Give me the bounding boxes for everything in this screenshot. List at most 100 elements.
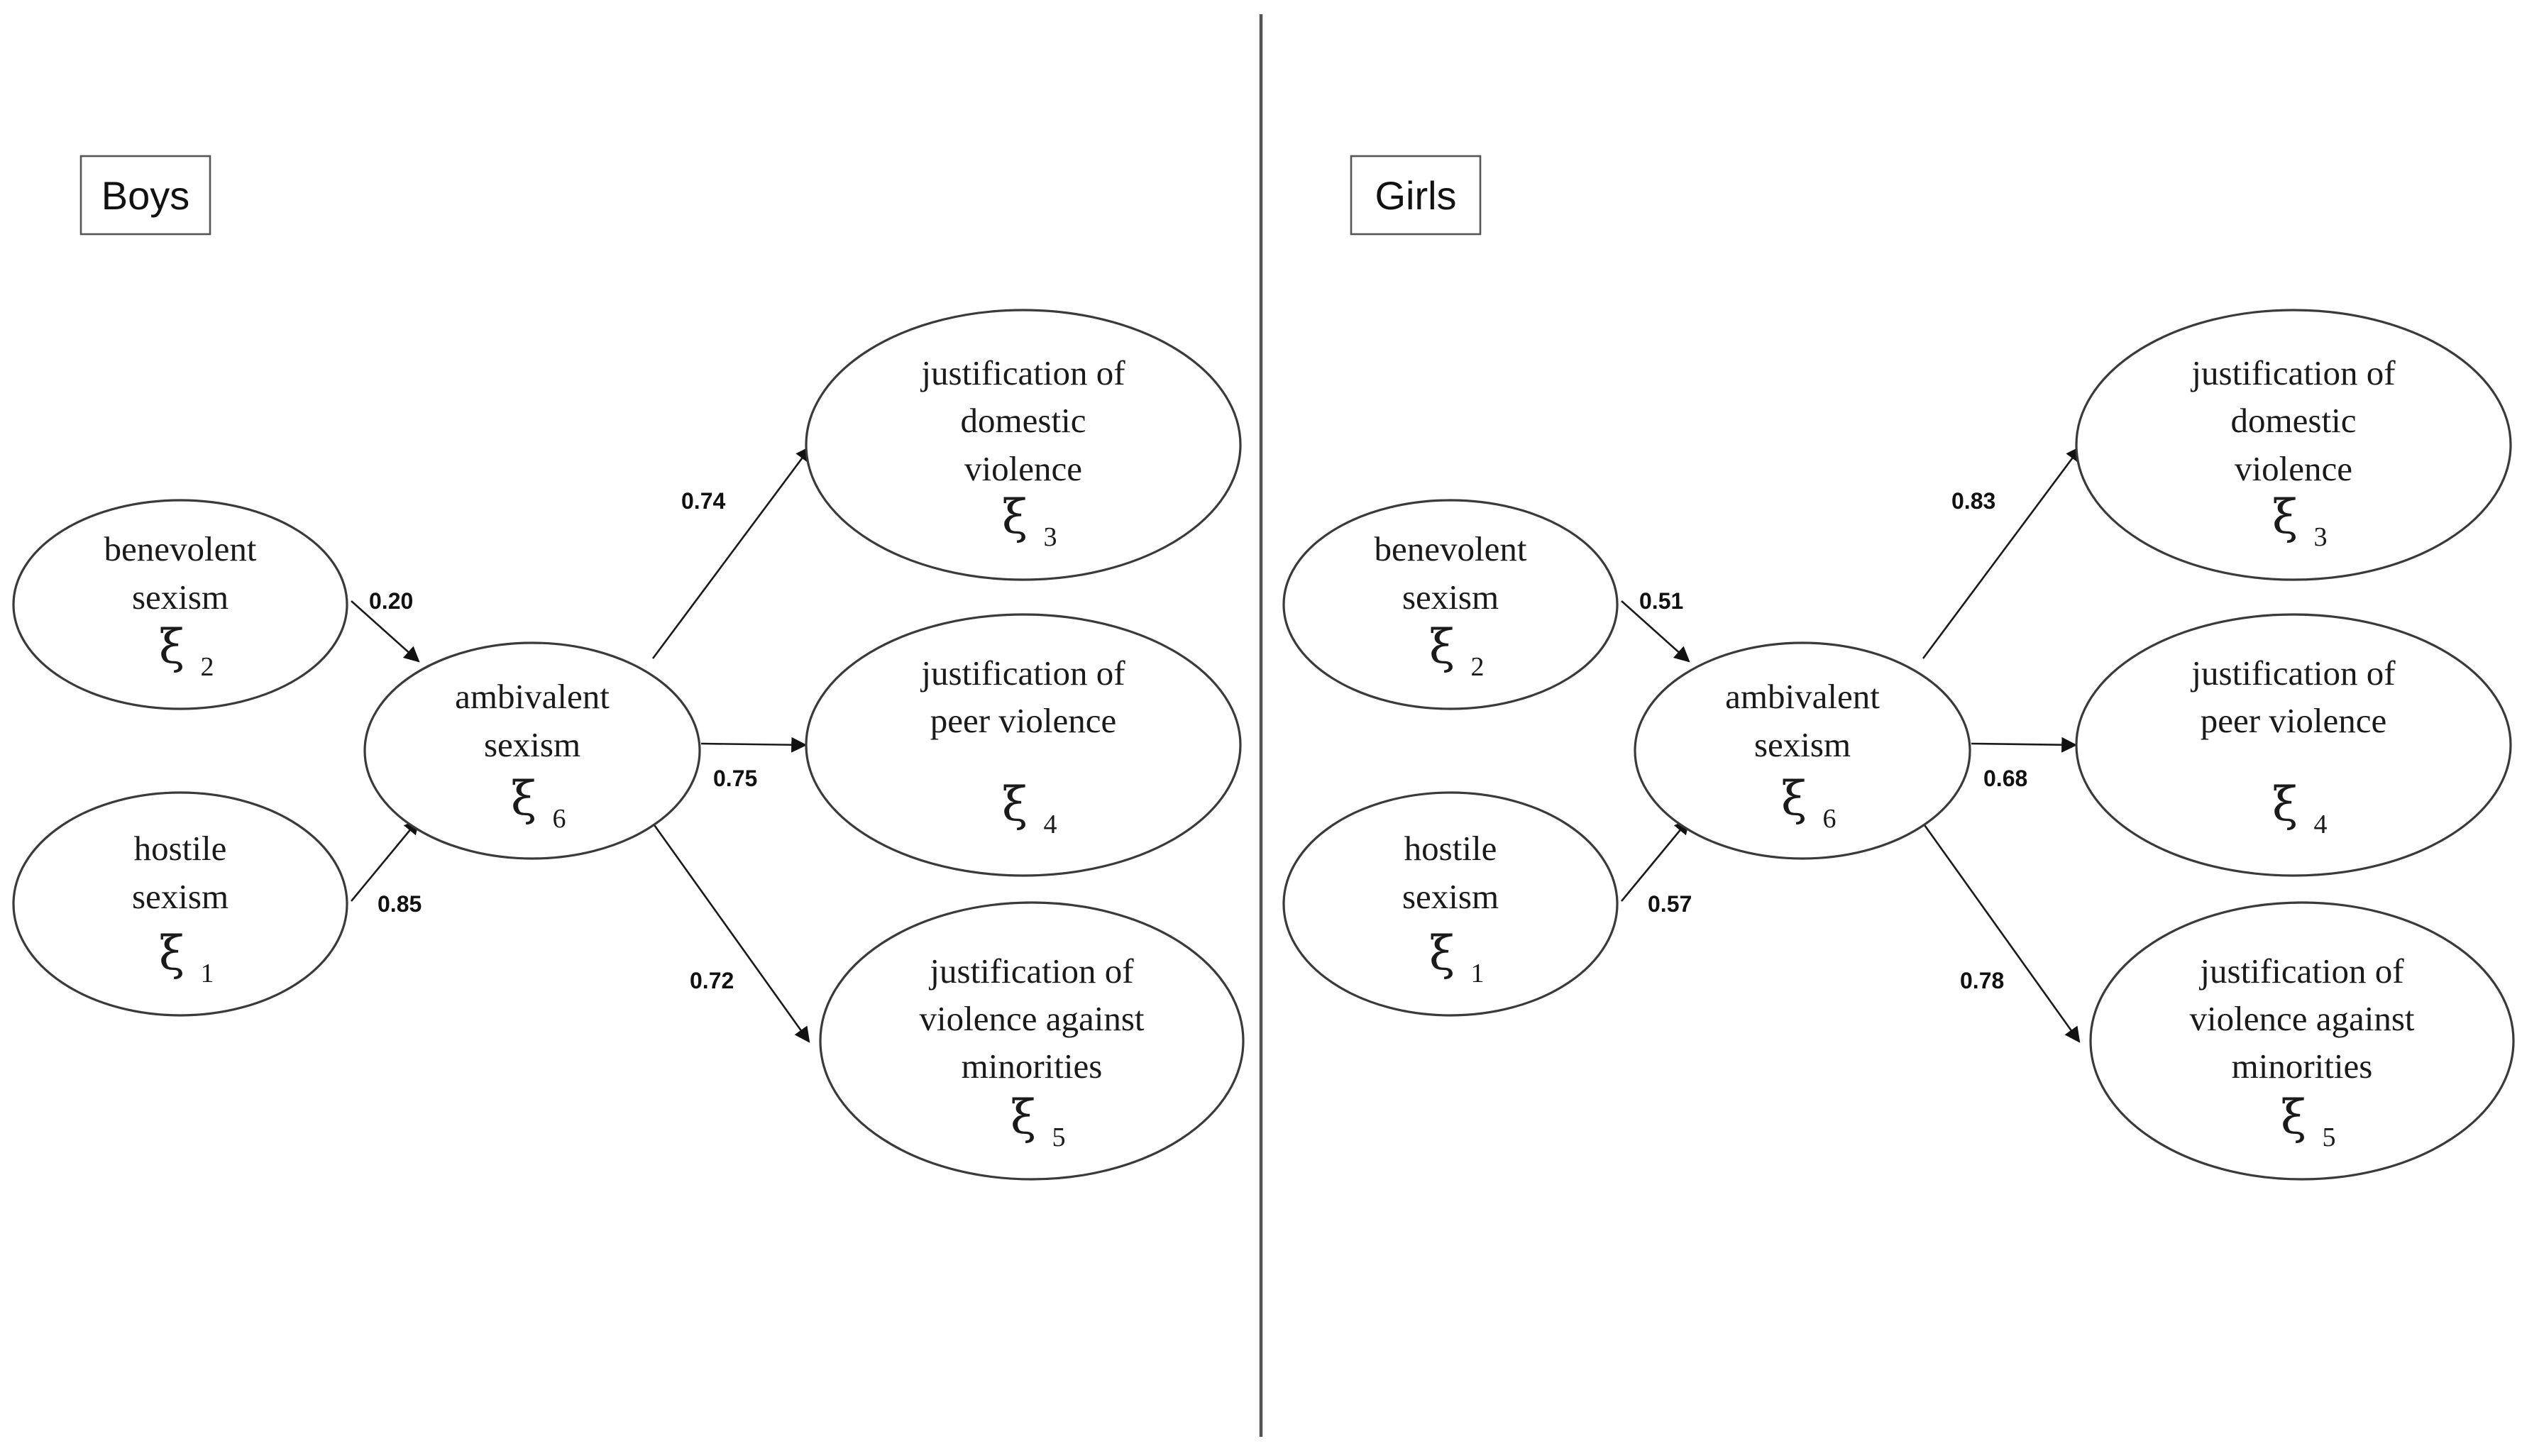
node-label-line: sexism — [1402, 877, 1499, 916]
xi-subscript: 4 — [2314, 810, 2328, 839]
path-arrow-ambivalent-to-domestic — [651, 446, 812, 659]
node-label-line: peer violence — [930, 701, 1117, 740]
node-label-line: ambivalent — [1725, 677, 1880, 716]
node-label-line: justification of — [928, 952, 1134, 991]
node-label-line: ambivalent — [455, 677, 610, 716]
node-label-line: justification of — [920, 353, 1125, 392]
path-coefficient-ambivalent-to-domestic: 0.74 — [681, 488, 725, 514]
node-label-line: sexism — [132, 578, 228, 617]
xi-subscript: 3 — [1044, 522, 1057, 552]
path-coefficient-benevolent-to-ambivalent: 0.51 — [1639, 588, 1683, 614]
path-arrow-benevolent-to-ambivalent — [351, 600, 420, 663]
node-ellipse — [805, 613, 1242, 877]
node-label-line: sexism — [484, 725, 580, 764]
xi-subscript: 1 — [1471, 959, 1485, 988]
xi-subscript: 3 — [2314, 522, 2328, 552]
node-label-line: domestic — [961, 401, 1086, 440]
group-label-box — [1350, 155, 1482, 236]
path-coefficient-ambivalent-to-domestic: 0.83 — [1951, 488, 1995, 514]
node-ellipse — [805, 309, 1242, 581]
xi-symbol: ξ — [1429, 619, 1455, 674]
path-coefficient-ambivalent-to-minorities: 0.72 — [690, 968, 734, 993]
node-label-line: sexism — [1402, 578, 1499, 617]
path-arrow-ambivalent-to-minorities — [1922, 822, 2081, 1043]
node-label-line: domestic — [2231, 401, 2357, 440]
xi-symbol: ξ — [159, 926, 185, 981]
node-label-line: justification of — [2190, 353, 2396, 392]
node-label-line: justification of — [2190, 653, 2396, 693]
node-ellipse — [363, 641, 701, 860]
path-coefficient-benevolent-to-ambivalent: 0.20 — [369, 588, 413, 614]
node-minorities: justification of violence against minoriti… — [2089, 901, 2515, 1181]
node-label-line: benevolent — [104, 529, 257, 568]
path-coefficient-ambivalent-to-minorities: 0.78 — [1960, 968, 2004, 993]
node-ellipse — [1282, 499, 1619, 710]
xi-subscript: 2 — [1471, 652, 1485, 682]
xi-symbol: ξ — [1429, 926, 1455, 981]
xi-subscript: 1 — [201, 959, 214, 988]
node-label-line: violence — [964, 449, 1082, 488]
path-arrow-ambivalent-to-peer — [700, 737, 808, 753]
path-coefficient-hostile-to-ambivalent: 0.85 — [378, 891, 422, 917]
node-label-line: minorities — [2232, 1047, 2373, 1086]
xi-symbol: ξ — [159, 619, 185, 674]
group-label-box — [79, 155, 211, 236]
xi-subscript: 5 — [1052, 1123, 1066, 1152]
node-label-line: justification of — [920, 653, 1125, 693]
node-label-line: sexism — [1754, 725, 1851, 764]
node-minorities: justification of violence against minoriti… — [819, 901, 1245, 1181]
node-ellipse — [1634, 641, 1971, 860]
path-coefficient-ambivalent-to-peer: 0.68 — [1983, 766, 2027, 791]
node-label-line: sexism — [132, 877, 228, 916]
xi-symbol: ξ — [1781, 771, 1807, 826]
node-label-line: violence against — [919, 999, 1144, 1038]
path-arrow-ambivalent-to-peer — [1971, 737, 2078, 753]
xi-symbol: ξ — [2281, 1090, 2306, 1145]
path-coefficient-ambivalent-to-peer: 0.75 — [713, 766, 757, 791]
xi-symbol: ξ — [2272, 490, 2298, 544]
path-arrow-ambivalent-to-domestic — [1922, 446, 2082, 659]
node-ellipse — [12, 791, 348, 1017]
xi-subscript: 2 — [201, 652, 214, 682]
path-coefficient-hostile-to-ambivalent: 0.57 — [1648, 891, 1692, 917]
xi-symbol: ξ — [1002, 777, 1028, 832]
xi-subscript: 5 — [2323, 1123, 2336, 1152]
path-arrow-hostile-to-ambivalent — [350, 818, 420, 902]
node-ellipse — [2075, 613, 2512, 877]
node-label-line: hostile — [134, 829, 227, 868]
node-ellipse — [2089, 901, 2515, 1181]
node-label-line: violence against — [2189, 999, 2414, 1038]
node-label-line: benevolent — [1375, 529, 1527, 568]
node-label-line: minorities — [962, 1047, 1103, 1086]
path-arrow-benevolent-to-ambivalent — [1621, 600, 1690, 663]
xi-symbol: ξ — [511, 771, 536, 826]
xi-symbol: ξ — [2272, 777, 2298, 832]
node-label-line: hostile — [1404, 829, 1497, 868]
xi-subscript: 4 — [1044, 810, 1057, 839]
node-label-line: violence — [2235, 449, 2352, 488]
xi-subscript: 6 — [553, 804, 566, 834]
node-ellipse — [12, 499, 348, 710]
xi-symbol: ξ — [1002, 490, 1028, 544]
node-ellipse — [2075, 309, 2512, 581]
group-label: Boys — [101, 173, 190, 218]
node-label-line: justification of — [2198, 952, 2404, 991]
path-arrow-hostile-to-ambivalent — [1620, 818, 1690, 902]
group-label: Girls — [1375, 173, 1456, 218]
xi-subscript: 6 — [1823, 804, 1837, 834]
node-label-line: peer violence — [2201, 701, 2387, 740]
path-arrow-ambivalent-to-minorities — [651, 822, 810, 1043]
